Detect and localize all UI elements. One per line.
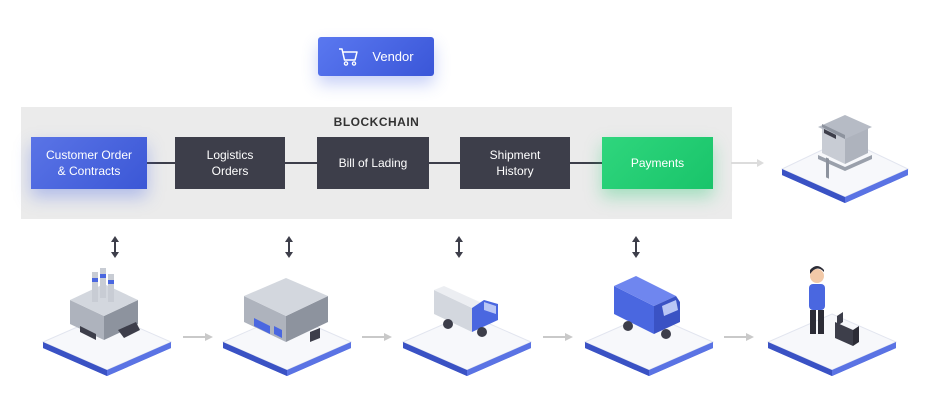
blockchain-band: BLOCKCHAIN Customer Order & Contracts Lo…	[21, 107, 732, 219]
arrow-right-icon	[183, 333, 213, 341]
box-bill-of-lading[interactable]: Bill of Lading	[317, 137, 429, 189]
box-shipment-history[interactable]: Shipment History	[460, 137, 570, 189]
arrow-right-icon	[724, 333, 754, 341]
vendor-label: Vendor	[372, 49, 414, 64]
box-shipment-history-label: Shipment History	[489, 148, 541, 178]
truck-icon	[401, 286, 533, 376]
box-payments[interactable]: Payments	[602, 137, 713, 189]
box-logistics-orders-label: Logistics Orders	[206, 148, 254, 178]
arrow-right-icon	[731, 159, 764, 167]
box-logistics-orders[interactable]: Logistics Orders	[175, 137, 285, 189]
bidirectional-arrow-icon	[455, 236, 463, 258]
blockchain-title: BLOCKCHAIN	[333, 115, 420, 129]
connector	[147, 162, 175, 164]
delivery-van-icon	[583, 276, 715, 376]
box-customer-order[interactable]: Customer Order & Contracts	[31, 137, 147, 189]
connector	[285, 162, 317, 164]
bank-icon	[780, 115, 910, 203]
cart-icon	[338, 47, 360, 67]
box-payments-label: Payments	[630, 156, 685, 170]
arrow-right-icon	[362, 333, 392, 341]
bidirectional-arrow-icon	[111, 236, 119, 258]
vendor-button[interactable]: Vendor	[318, 37, 434, 76]
connector	[570, 162, 602, 164]
connector	[429, 162, 460, 164]
bidirectional-arrow-icon	[285, 236, 293, 258]
bidirectional-arrow-icon	[632, 236, 640, 258]
box-customer-order-label: Customer Order & Contracts	[45, 148, 133, 178]
box-bill-of-lading-label: Bill of Lading	[338, 156, 408, 170]
warehouse-icon	[221, 278, 353, 376]
customer-icon	[766, 266, 898, 376]
factory-icon	[41, 268, 173, 376]
arrow-right-icon	[543, 333, 573, 341]
